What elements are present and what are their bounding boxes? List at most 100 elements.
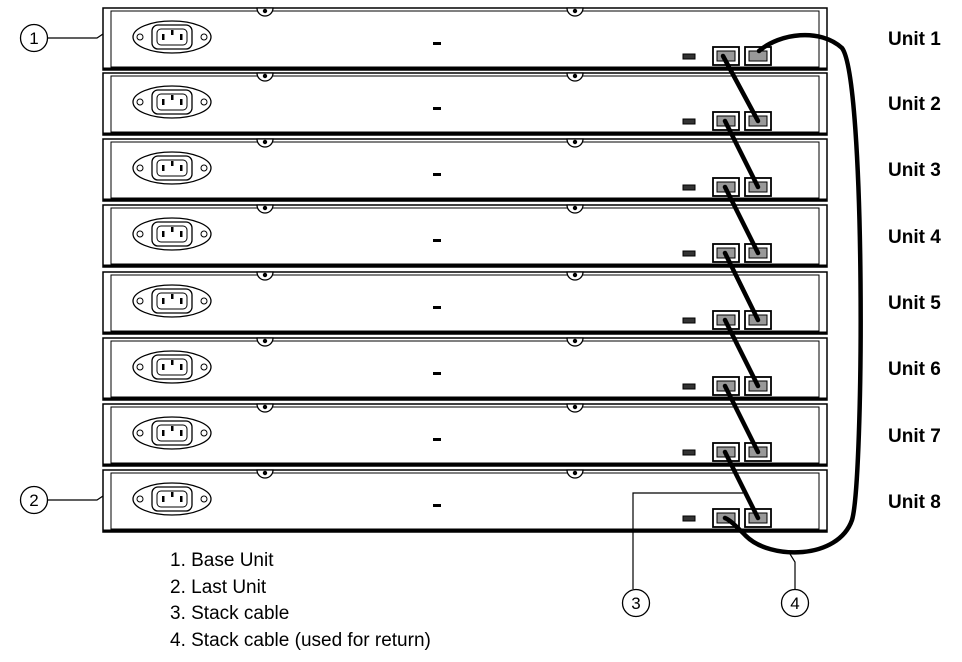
chassis — [102, 7, 828, 71]
led-icon — [682, 449, 696, 456]
return-stack-cable — [722, 32, 863, 555]
screw-icon — [572, 8, 578, 14]
screw-icon — [572, 139, 578, 145]
stack-cable — [722, 449, 761, 521]
screw-icon — [262, 205, 268, 211]
led-icon — [682, 184, 696, 191]
legend-item: 2. Last Unit — [170, 576, 267, 598]
unit-label: Unit 2 — [888, 94, 941, 115]
power-inlet-icon — [132, 350, 212, 384]
switch-unit — [102, 7, 828, 71]
chassis — [102, 403, 828, 467]
stack-cable — [722, 383, 761, 455]
power-inlet-icon — [132, 416, 212, 450]
unit-label: Unit 1 — [888, 29, 941, 50]
unit-label: Unit 8 — [888, 492, 941, 513]
callout-number: 3 — [631, 594, 640, 613]
callout-number: 4 — [790, 594, 799, 613]
stack-cable — [722, 184, 761, 256]
center-mark — [433, 306, 441, 309]
chassis-face — [110, 274, 820, 332]
unit-label: Unit 7 — [888, 426, 941, 447]
callout-3: 3 — [621, 492, 743, 618]
screw-icon — [262, 8, 268, 14]
units-layer — [102, 7, 828, 533]
center-mark — [433, 504, 441, 507]
switch-unit — [102, 271, 828, 335]
screw-icon — [262, 338, 268, 344]
callout-2: 2 — [19, 485, 104, 515]
center-mark — [433, 107, 441, 110]
chassis-face — [110, 406, 820, 464]
stack-cable — [722, 317, 761, 389]
screw-icon — [572, 272, 578, 278]
switch-unit — [102, 72, 828, 136]
stack-port-b-icon — [744, 46, 772, 66]
leader-line — [632, 492, 743, 589]
center-mark — [433, 372, 441, 375]
chassis-face — [110, 10, 820, 68]
callout-number: 1 — [29, 29, 38, 48]
chassis-face — [110, 207, 820, 265]
power-inlet-icon — [132, 20, 212, 54]
switch-unit — [102, 204, 828, 268]
led-icon — [682, 317, 696, 324]
screw-icon — [262, 470, 268, 476]
chassis — [102, 469, 828, 533]
stack-cables — [720, 32, 863, 555]
center-mark — [433, 173, 441, 176]
power-inlet-icon — [132, 151, 212, 185]
chassis — [102, 72, 828, 136]
led-icon — [682, 383, 696, 390]
chassis — [102, 204, 828, 268]
chassis — [102, 138, 828, 202]
center-mark — [433, 42, 441, 45]
chassis-face — [110, 141, 820, 199]
center-mark — [433, 239, 441, 242]
screw-icon — [572, 470, 578, 476]
leader-line — [789, 553, 796, 589]
chassis — [102, 271, 828, 335]
switch-unit — [102, 469, 828, 533]
chassis-face — [110, 340, 820, 398]
stack-cable — [722, 250, 761, 323]
legend-item: 3. Stack cable — [170, 603, 290, 624]
led-icon — [682, 53, 696, 60]
power-inlet-icon — [132, 482, 212, 516]
power-inlet-icon — [132, 284, 212, 318]
callout-number: 2 — [29, 491, 38, 510]
legend-item: 1. Base Unit — [170, 550, 274, 571]
screw-icon — [572, 73, 578, 79]
stack-cable — [722, 118, 761, 190]
screw-icon — [262, 404, 268, 410]
chassis-face — [110, 472, 820, 530]
screw-icon — [572, 338, 578, 344]
leader-line — [48, 495, 104, 501]
callout-1: 1 — [19, 23, 104, 53]
screw-icon — [262, 73, 268, 79]
power-inlet-icon — [132, 85, 212, 119]
led-icon — [682, 515, 696, 522]
unit-label: Unit 3 — [888, 160, 941, 181]
led-icon — [682, 250, 696, 257]
screw-icon — [572, 404, 578, 410]
unit-label: Unit 4 — [888, 227, 941, 248]
legend: 1. Base Unit 2. Last Unit 3. Stack cable… — [170, 548, 431, 654]
switch-unit — [102, 403, 828, 467]
switch-unit — [102, 138, 828, 202]
power-inlet-icon — [132, 217, 212, 251]
screw-icon — [262, 272, 268, 278]
leader-line — [48, 33, 104, 39]
center-mark — [433, 438, 441, 441]
switch-unit — [102, 337, 828, 401]
callouts: 1 2 3 4 — [19, 23, 810, 618]
stack-cable — [720, 53, 761, 124]
chassis-face — [110, 75, 820, 133]
unit-label: Unit 6 — [888, 359, 941, 380]
callout-4: 4 — [780, 553, 810, 618]
screw-icon — [262, 139, 268, 145]
led-icon — [682, 118, 696, 125]
screw-icon — [572, 205, 578, 211]
legend-item: 4. Stack cable (used for return) — [170, 629, 431, 651]
